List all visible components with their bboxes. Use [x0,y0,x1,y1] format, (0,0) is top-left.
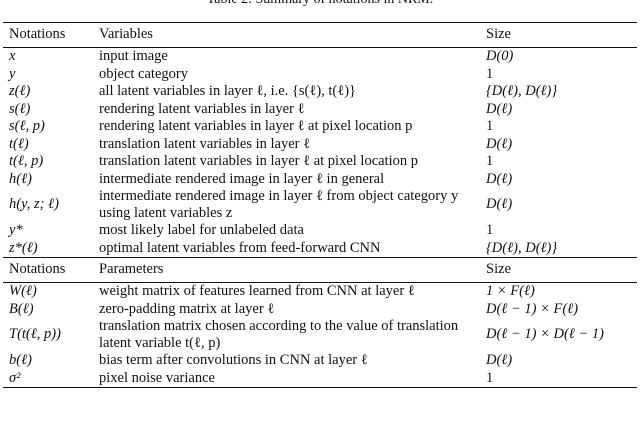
header-variables: Variables [93,22,480,48]
table-row: t(ℓ, p) translation latent variables in … [3,153,637,171]
size-cell: 1 × F(ℓ) [480,282,637,301]
notation-cell: z*(ℓ) [9,239,38,256]
table-row: W(ℓ) weight matrix of features learned f… [3,282,637,301]
size-cell: D(ℓ) [486,100,513,117]
size-cell: {D(ℓ), D(ℓ)} [486,83,558,99]
header-size: Size [480,257,637,283]
table-row: y object category 1 [3,66,637,84]
notation-cell: y [9,65,16,82]
table-row: z(ℓ) all latent variables in layer ℓ, i.… [3,83,637,101]
description-cell: translation latent variables in layer ℓ [99,135,311,152]
notation-cell: x [3,47,93,66]
description-cell: intermediate rendered image in layer ℓ f… [99,188,459,221]
description-cell: translation matrix chosen according to t… [99,318,459,351]
table-row: h(y, z; ℓ) intermediate rendered image i… [3,188,637,222]
description-cell: translation latent variables in layer ℓ … [99,153,418,169]
size-cell: 1 [486,118,494,134]
notation-cell: s(ℓ) [9,100,31,117]
notation-table: Notations Variables Size x input image D… [3,22,637,388]
notation-cell: y* [9,222,23,238]
description-cell: input image [93,47,480,66]
table-row: x input image D(0) [3,47,637,66]
table-row: σ² pixel noise variance 1 [3,369,637,388]
notation-cell: t(ℓ) [9,135,29,152]
notation-cell: z(ℓ) [9,83,31,99]
notation-cell: h(ℓ) [9,170,32,187]
header-size: Size [480,22,637,48]
notation-cell: σ² [3,369,93,388]
table-row: z*(ℓ) optimal latent variables from feed… [3,240,637,258]
description-cell: zero-padding matrix at layer ℓ [99,300,275,317]
size-cell: 1 [486,65,494,82]
description-cell: rendering latent variables in layer ℓ [99,100,305,117]
description-cell: all latent variables in layer ℓ, i.e. {s… [99,83,356,99]
header-notations: Notations [3,22,93,48]
size-cell: 1 [480,369,637,388]
parameters-header-row: Notations Parameters Size [3,257,637,283]
table-row: s(ℓ, p) rendering latent variables in la… [3,118,637,136]
description-cell: optimal latent variables from feed-forwa… [99,239,381,256]
variables-header-row: Notations Variables Size [3,22,637,48]
header-parameters: Parameters [93,257,480,283]
description-cell: most likely label for unlabeled data [99,222,304,238]
table-row: b(ℓ) bias term after convolutions in CNN… [3,352,637,370]
table-row: y* most likely label for unlabeled data … [3,222,637,240]
notation-cell: t(ℓ, p) [9,153,44,169]
notation-cell: W(ℓ) [3,282,93,301]
table-row: s(ℓ) rendering latent variables in layer… [3,101,637,119]
notation-cell: s(ℓ, p) [9,118,45,134]
description-cell: bias term after convolutions in CNN at l… [99,352,368,368]
table-row: B(ℓ) zero-padding matrix at layer ℓ D(ℓ … [3,301,637,319]
description-cell: object category [99,65,188,82]
header-notations: Notations [3,257,93,283]
size-cell: 1 [486,222,494,238]
table-row: T(t(ℓ, p)) translation matrix chosen acc… [3,318,637,352]
table-row: h(ℓ) intermediate rendered image in laye… [3,171,637,189]
size-cell: D(ℓ) [486,352,513,368]
size-cell: D(ℓ − 1) × F(ℓ) [486,300,579,317]
table-row: t(ℓ) translation latent variables in lay… [3,136,637,154]
size-cell: {D(ℓ), D(ℓ)} [486,239,558,256]
size-cell: D(ℓ) [486,170,513,187]
size-cell: D(0) [480,47,637,66]
description-cell: rendering latent variables in layer ℓ at… [99,118,413,134]
notation-cell: h(y, z; ℓ) [9,196,59,213]
description-cell: pixel noise variance [93,369,480,388]
table-caption: Table 2: Summary of notations in NRM. [0,0,640,8]
size-cell: D(ℓ) [486,135,513,152]
description-cell: intermediate rendered image in layer ℓ i… [99,170,385,187]
notation-cell: T(t(ℓ, p)) [9,326,61,343]
description-cell: weight matrix of features learned from C… [93,282,480,301]
notation-cell: b(ℓ) [9,352,32,368]
size-cell: D(ℓ) [486,196,513,213]
notation-cell: B(ℓ) [9,300,34,317]
size-cell: D(ℓ − 1) × D(ℓ − 1) [486,326,604,343]
size-cell: 1 [486,153,494,169]
